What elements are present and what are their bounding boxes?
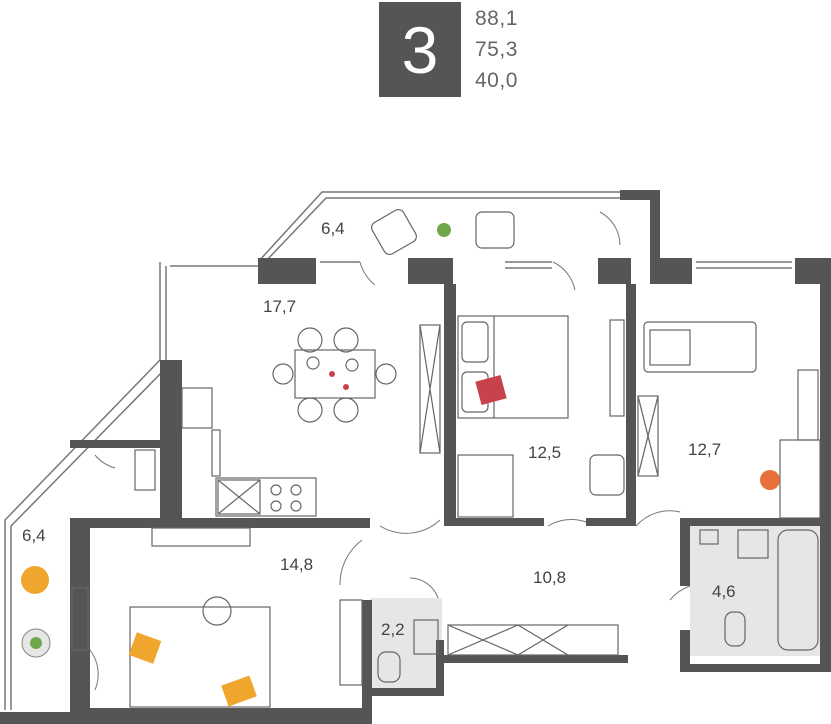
label-bedroom-middle: 12,5 bbox=[528, 443, 561, 462]
label-bathroom: 4,6 bbox=[712, 582, 736, 601]
living-area: 75,3 bbox=[475, 38, 518, 61]
rooms-count-badge: 3 bbox=[379, 2, 461, 97]
bathroom-floor bbox=[690, 523, 820, 656]
door-swings bbox=[89, 211, 691, 691]
tiled-floors bbox=[370, 523, 820, 688]
label-balcony-top: 6,4 bbox=[321, 219, 345, 238]
label-room-left: 14,8 bbox=[280, 555, 313, 574]
furniture bbox=[71, 209, 821, 708]
label-wc: 2,2 bbox=[381, 620, 405, 639]
wc-floor bbox=[370, 598, 442, 688]
rooms-area: 40,0 bbox=[475, 69, 518, 92]
total-area: 88,1 bbox=[475, 7, 518, 30]
label-living-kitchen: 17,7 bbox=[263, 297, 296, 316]
label-hall: 10,8 bbox=[533, 568, 566, 587]
walls bbox=[0, 190, 831, 724]
label-loggia-left: 6,4 bbox=[22, 526, 46, 545]
accent-decor bbox=[21, 223, 780, 707]
glazing bbox=[4, 191, 792, 710]
label-bedroom-right: 12,7 bbox=[688, 440, 721, 459]
area-list: 88,1 75,3 40,0 bbox=[475, 3, 518, 96]
